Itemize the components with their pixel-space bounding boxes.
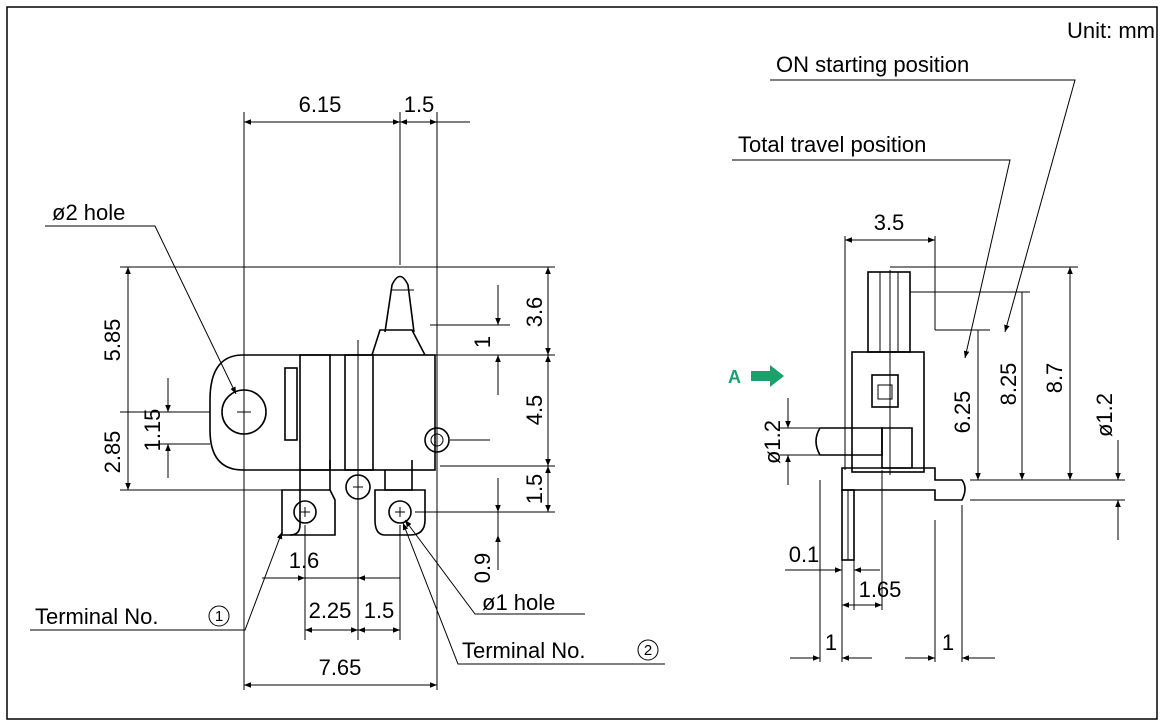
terminal-1-hole (293, 500, 317, 524)
left-leaders (30, 225, 665, 665)
right-view: ON starting position Total travel positi… (728, 52, 1125, 662)
dim-1-5-top: 1.5 (404, 92, 435, 117)
right-leaders (732, 79, 1076, 359)
dim-1-5-right: 1.5 (522, 474, 547, 505)
dim-1: 1 (470, 336, 495, 348)
dim-6-15: 6.15 (299, 92, 342, 117)
dim-dia-1-2-left: ø1.2 (760, 420, 785, 464)
dim-1-6: 1.6 (289, 548, 320, 573)
right-dimension-lines (785, 237, 1121, 661)
terminal-2-label: Terminal No. (462, 638, 585, 663)
terminal-1-label: Terminal No. (35, 604, 158, 629)
view-a-label: A (728, 367, 741, 387)
dim-1-left: 1 (825, 630, 837, 655)
dim-dia-1-2-right: ø1.2 (1092, 393, 1117, 437)
left-view: 6.15 1.5 5.85 2.85 1.15 3.6 1 4.5 1.5 0.… (30, 92, 665, 690)
left-extension-lines (120, 112, 555, 690)
svg-text:1: 1 (215, 608, 223, 625)
svg-text:2: 2 (644, 642, 652, 659)
dim-8-25: 8.25 (996, 363, 1021, 406)
dim-1-65: 1.65 (859, 577, 902, 602)
dim-6-25: 6.25 (950, 391, 975, 434)
on-starting-position-label: ON starting position (776, 52, 969, 77)
dim-3-5: 3.5 (874, 210, 905, 235)
terminal-2-hole (388, 500, 412, 524)
dim-2-25: 2.25 (309, 598, 352, 623)
unit-label: Unit: mm (1067, 18, 1155, 43)
dim-0-9: 0.9 (470, 553, 495, 584)
circled-number-2-icon: 2 (637, 639, 659, 661)
dim-1-right: 1 (942, 630, 954, 655)
dim-4-5: 4.5 (522, 395, 547, 426)
arrow-right-icon (751, 365, 784, 387)
dim-3-6: 3.6 (522, 297, 547, 328)
dim-1-15: 1.15 (140, 409, 165, 452)
total-travel-position-label: Total travel position (738, 132, 926, 157)
drawing-frame (6, 6, 1158, 720)
dim-5-85: 5.85 (100, 319, 125, 362)
left-dimension-lines (125, 119, 551, 688)
hole-2-label: ø2 hole (52, 200, 125, 225)
view-a-indicator: A (728, 365, 784, 387)
circled-number-1-icon: 1 (208, 605, 230, 627)
dim-7-65: 7.65 (319, 655, 362, 680)
dim-0-1: 0.1 (789, 542, 820, 567)
right-switch-body (815, 271, 966, 561)
dim-2-85: 2.85 (100, 431, 125, 474)
dim-8-7: 8.7 (1042, 363, 1067, 394)
hole-1-label: ø1 hole (482, 590, 555, 615)
dim-1-5-bottom: 1.5 (364, 598, 395, 623)
